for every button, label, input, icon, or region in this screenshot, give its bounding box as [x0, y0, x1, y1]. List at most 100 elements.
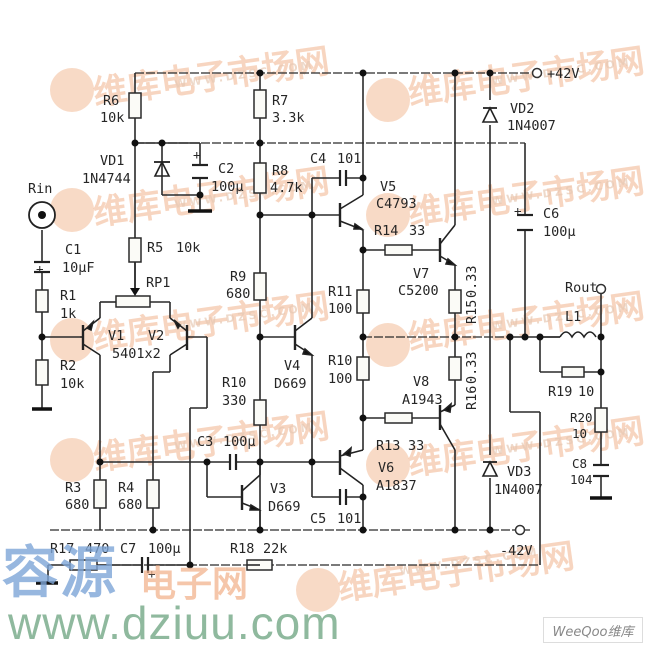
label-v6-value: A1837 [376, 478, 417, 494]
label-r7-ref: R7 [272, 93, 288, 109]
resistor-icons [35, 89, 608, 571]
label-r5-value: 10k [176, 240, 200, 256]
brand-box: WeeQoo维库 [543, 617, 643, 643]
watermark-orange-text: 电子网 [140, 564, 249, 605]
label-v8-value: A1943 [402, 392, 443, 408]
label-v4-ref: V4 [284, 358, 300, 374]
label-r3-value: 680 [65, 497, 89, 513]
label-v8-ref: V8 [413, 374, 429, 390]
label-c8-value: 104 [570, 472, 593, 487]
label-r14-ref: R14 [374, 223, 398, 239]
label-c7-value: 100μ [148, 541, 181, 557]
wiper-arrow-icon [130, 288, 140, 296]
label-r17-ref: R17 [50, 541, 74, 557]
label-r16-ref: R16 [464, 386, 480, 410]
label-r14-value: 33 [409, 223, 425, 239]
label-r4-value: 680 [118, 497, 142, 513]
c7-plus: + [148, 566, 156, 581]
label-r2-value: 10k [60, 376, 84, 392]
label-rp1-ref: RP1 [146, 275, 170, 291]
label-r4-ref: R4 [118, 480, 134, 496]
output-terminal [595, 283, 607, 295]
label-r16-value: 0.33 [464, 351, 480, 384]
label-r15-ref: R15 [464, 300, 480, 324]
c6-plus: + [514, 203, 522, 218]
label-v5-value: C4793 [376, 196, 417, 212]
label-r19-ref: R19 [548, 384, 572, 400]
label-c2-value: 100μ [211, 179, 244, 195]
label-vd1-ref: VD1 [100, 153, 124, 169]
label-r6-ref: R6 [103, 93, 119, 109]
label-r9-ref: R9 [230, 269, 246, 285]
label-r20-value: 10 [572, 426, 587, 441]
label-output: Rout [565, 280, 598, 296]
watermark-logo-icon [296, 568, 340, 612]
label-r13-ref: R13 [376, 438, 400, 454]
watermark-logo-icon [50, 188, 94, 232]
label-v1v2-value: 5401x2 [112, 346, 161, 362]
label-c4-ref: C4 [310, 151, 326, 167]
label-r7-value: 3.3k [272, 110, 305, 126]
watermark-logo-icon [366, 323, 410, 367]
label-negative-supply: -42V [500, 543, 533, 559]
label-c8-ref: C8 [572, 456, 587, 471]
c1-plus: + [36, 261, 44, 276]
label-c3-ref: C3 [197, 434, 213, 450]
label-vd1-value: 1N4744 [82, 171, 131, 187]
label-vd2-ref: VD2 [510, 101, 534, 117]
component-labels: R6 10k VD1 1N4744 + C2 100μ R7 3.3k R8 4… [28, 66, 598, 581]
label-r11-ref: R11 [328, 284, 352, 300]
label-r20-ref: R20 [570, 410, 593, 425]
label-v6-ref: V6 [378, 460, 394, 476]
watermark-logo-icon [50, 318, 94, 362]
diode-vd2-icon [481, 106, 499, 123]
label-c3-value: 100μ [223, 434, 256, 450]
label-v7-value: C5200 [398, 283, 439, 299]
label-r3-ref: R3 [65, 480, 81, 496]
label-c7-ref: C7 [120, 541, 136, 557]
label-vd3-value: 1N4007 [494, 482, 543, 498]
input-connector-icon [28, 201, 56, 229]
watermark-logo-icon [366, 78, 410, 122]
label-v2-ref: V2 [148, 328, 164, 344]
label-r13-value: 33 [408, 438, 424, 454]
watermark-logo-icon [50, 438, 94, 482]
label-r15-value: 0.33 [464, 265, 480, 298]
label-r9-value: 680 [226, 286, 250, 302]
label-c6-ref: C6 [543, 206, 559, 222]
label-r5-ref: R5 [147, 240, 163, 256]
label-input: Rin [28, 181, 52, 197]
negative-supply-terminal [514, 524, 526, 536]
inductor-icon [559, 331, 597, 339]
positive-supply-terminal [531, 67, 543, 79]
label-r8-ref: R8 [272, 163, 288, 179]
label-c1-value: 10μF [62, 260, 95, 276]
label-c5-value: 101 [337, 511, 361, 527]
capacitor-icons [34, 163, 609, 573]
label-positive-supply: +42V [547, 66, 580, 82]
watermark-logo-icon [50, 68, 94, 112]
label-c1-ref: C1 [65, 242, 81, 258]
label-r1-ref: R1 [60, 288, 76, 304]
watermark-green-url: www.dziuu.com [8, 597, 341, 649]
label-v3-ref: V3 [270, 481, 286, 497]
label-vd3-ref: VD3 [507, 464, 531, 480]
watermark-logo-icon [366, 193, 410, 237]
label-c6-value: 100μ [543, 224, 576, 240]
label-c2-ref: C2 [218, 161, 234, 177]
label-r11-value: 100 [328, 301, 352, 317]
label-l1-ref: L1 [565, 309, 581, 325]
watermark-blue-text: 容源 [2, 541, 118, 606]
label-r17-value: 470 [85, 541, 109, 557]
label-r10b-ref: R10 [328, 353, 352, 369]
label-c5-ref: C5 [310, 511, 326, 527]
label-r10a-ref: R10 [222, 375, 246, 391]
label-v3-value: D669 [268, 499, 301, 515]
transistor-icons [80, 194, 458, 511]
label-r6-value: 10k [100, 110, 124, 126]
label-r19-value: 10 [578, 384, 594, 400]
watermark-logo-icon [366, 443, 410, 487]
label-v7-ref: V7 [413, 266, 429, 282]
label-r18-value: 22k [263, 541, 287, 557]
